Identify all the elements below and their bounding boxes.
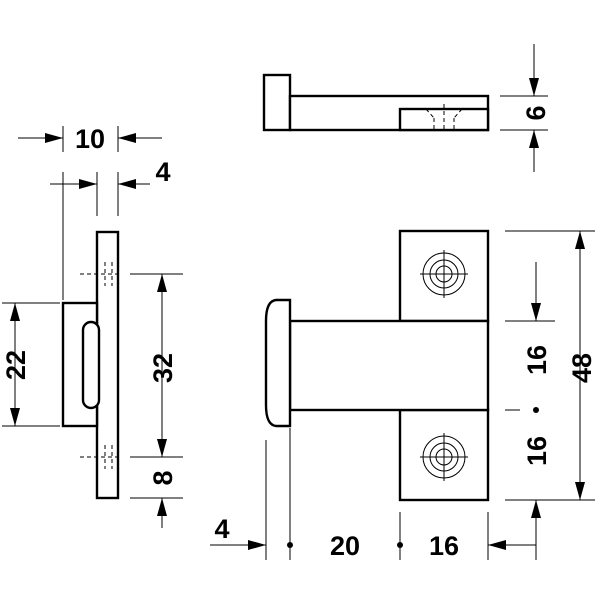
dim-top-thickness: 6 [500,44,551,172]
label-side-tongue-width: 4 [155,157,170,187]
label-hole-edge-offset: 8 [148,470,178,485]
side-view: 10 4 22 [1,124,183,528]
dim-side-total-width: 10 [18,124,162,154]
side-slot [81,320,101,410]
dim-front-height: 48 [505,230,597,501]
label-hole-spacing-side: 32 [148,353,178,383]
top-head [262,73,292,132]
dim-front-bottom-chain: 4 20 16 [210,428,536,561]
side-hidden-holes [80,262,118,469]
dim-side-tongue-width: 4 [50,157,171,300]
dim-side-holes: 32 8 [130,273,183,528]
dim-side-tongue-height: 22 [1,302,60,427]
dim-front-hole-spacing: 16 16 [505,262,555,560]
label-head-thickness: 4 [214,514,229,544]
screw-hole-upper-icon [420,250,468,298]
front-head [264,298,292,428]
label-side-total-width: 10 [75,124,105,154]
label-side-tongue-height: 22 [1,350,31,380]
screw-hole-lower-icon [420,433,468,481]
label-base-width: 16 [429,531,459,561]
top-hidden-features [425,104,463,130]
front-view: 48 16 16 4 20 [210,229,597,561]
label-top-thickness: 6 [521,105,551,120]
label-stem-length: 20 [330,531,360,561]
top-view: 6 [262,44,551,172]
label-hole-spacing-front-upper: 16 [522,345,552,375]
label-hole-spacing-front-lower: 16 [522,436,552,466]
label-front-height: 48 [567,353,597,383]
front-stem [288,319,490,412]
